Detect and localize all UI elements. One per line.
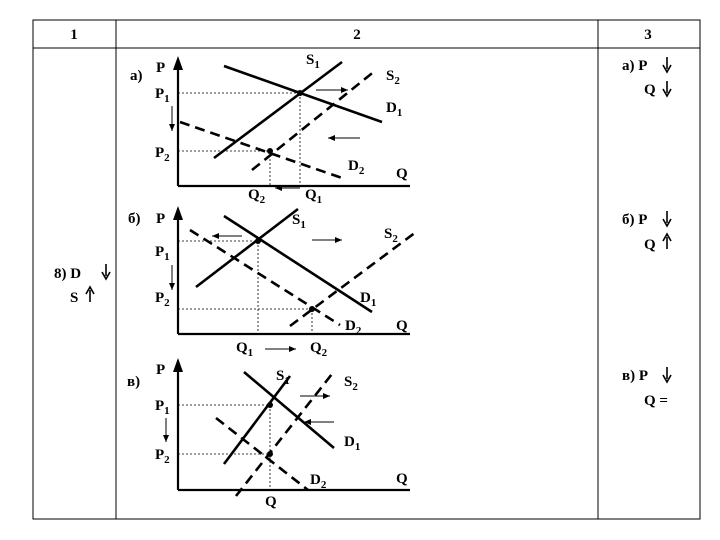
graph-b-axes bbox=[173, 206, 410, 336]
graph-b-demand-d2 bbox=[189, 228, 341, 327]
graph-c-axis-q: Q bbox=[396, 471, 408, 487]
graph-a-d1-label: D1 bbox=[386, 100, 402, 119]
graph-c-axis-p: P bbox=[156, 362, 165, 378]
graph-a-q2: Q2 bbox=[248, 187, 266, 206]
result-c-price: в) P bbox=[622, 368, 648, 384]
graph-c-demand-d2 bbox=[215, 416, 309, 492]
graph-b-axis-q: Q bbox=[396, 318, 408, 334]
result-b-quantity: Q bbox=[644, 237, 656, 253]
graph-c-p2: P2 bbox=[155, 447, 170, 466]
arrow-down-icon bbox=[662, 81, 672, 98]
graph-c-supply-s2 bbox=[234, 373, 334, 497]
graph-b-d2-label: D2 bbox=[345, 318, 362, 337]
graph-b-demand-d1 bbox=[223, 214, 373, 314]
graph-b-supply-s2 bbox=[289, 230, 417, 328]
graph-c-axes bbox=[173, 358, 410, 492]
graph-b-s2-label: S2 bbox=[384, 226, 398, 245]
graph-b-equilibrium-2 bbox=[309, 306, 315, 312]
graph-a-equilibrium-2 bbox=[267, 148, 273, 154]
graph-c-supply-s1 bbox=[222, 375, 292, 465]
graph-a-axis-p: P bbox=[156, 60, 165, 76]
header-col-2: 2 bbox=[353, 27, 361, 43]
graph-c: в) P Q P1 P2 Q S1 S2 D1 D2 bbox=[127, 358, 410, 510]
result-a-quantity: Q bbox=[644, 82, 656, 98]
table-grid bbox=[32, 19, 701, 520]
graph-b: б) P Q P1 P2 Q1 Q2 S1 S2 D1 D2 bbox=[128, 206, 417, 359]
graph-c-equilibrium-1 bbox=[267, 402, 273, 408]
graph-b-q2: Q2 bbox=[310, 340, 328, 359]
result-a-price: а) P bbox=[622, 58, 647, 74]
arrow-down-icon bbox=[662, 211, 672, 228]
graph-c-equilibrium-2 bbox=[267, 451, 273, 457]
header-col-1: 1 bbox=[70, 27, 78, 43]
row-label-supply: S bbox=[70, 290, 78, 306]
arrow-down-icon bbox=[101, 264, 111, 281]
arrow-up-icon bbox=[662, 232, 672, 249]
arrow-down-icon bbox=[662, 367, 672, 384]
graph-a-d2-label: D2 bbox=[348, 158, 365, 177]
graph-a-q1: Q1 bbox=[305, 187, 322, 206]
result-c-quantity: Q = bbox=[644, 393, 668, 409]
graph-a-axis-q: Q bbox=[396, 166, 408, 182]
graph-a-axes bbox=[173, 56, 410, 188]
graph-a-p1: P1 bbox=[155, 86, 170, 105]
arrow-down-icon bbox=[662, 57, 672, 74]
graph-b-supply-s1 bbox=[195, 207, 299, 289]
graph-a-supply-s1 bbox=[213, 60, 343, 160]
graph-b-p2: P2 bbox=[155, 290, 170, 309]
arrow-up-icon bbox=[85, 285, 95, 302]
graph-b-s1-label: S1 bbox=[292, 212, 306, 231]
graph-b-p1: P1 bbox=[155, 244, 170, 263]
graph-c-letter: в) bbox=[127, 374, 140, 390]
graph-c-p1: P1 bbox=[155, 398, 170, 417]
graph-c-guides bbox=[178, 404, 271, 490]
graph-c-q: Q bbox=[265, 494, 277, 510]
graph-a-p2: P2 bbox=[155, 145, 170, 164]
graph-b-letter: б) bbox=[128, 211, 141, 227]
graph-c-d2-label: D2 bbox=[310, 472, 327, 491]
result-b: б) P Q bbox=[622, 211, 672, 253]
graph-b-d1-label: D1 bbox=[360, 290, 376, 309]
graph-b-equilibrium-1 bbox=[255, 238, 261, 244]
graph-a-letter: а) bbox=[130, 68, 143, 84]
graph-a-demand-d2 bbox=[179, 120, 343, 180]
graph-c-s1-label: S1 bbox=[276, 368, 290, 387]
row-label-demand: 8) D bbox=[54, 266, 81, 282]
graph-c-d1-label: D1 bbox=[344, 434, 360, 453]
graph-b-axis-p: P bbox=[156, 211, 165, 227]
graph-a-supply-s2 bbox=[251, 68, 377, 172]
graph-a-demand-d1 bbox=[223, 64, 383, 124]
header-col-3: 3 bbox=[644, 27, 652, 43]
graph-c-s2-label: S2 bbox=[344, 374, 358, 393]
graph-b-q1: Q1 bbox=[236, 340, 253, 359]
result-b-price: б) P bbox=[622, 212, 647, 228]
graph-b-guides bbox=[178, 240, 313, 334]
graph-a-equilibrium-1 bbox=[297, 90, 303, 96]
graph-a-s2-label: S2 bbox=[386, 68, 400, 87]
result-a: а) P Q bbox=[622, 57, 672, 98]
result-c: в) P Q = bbox=[622, 367, 672, 409]
graph-c-demand-d1 bbox=[243, 371, 335, 449]
graph-a: а) P Q P1 P2 Q2 Q1 S1 S2 bbox=[130, 52, 410, 206]
graph-a-s1-label: S1 bbox=[306, 52, 320, 71]
